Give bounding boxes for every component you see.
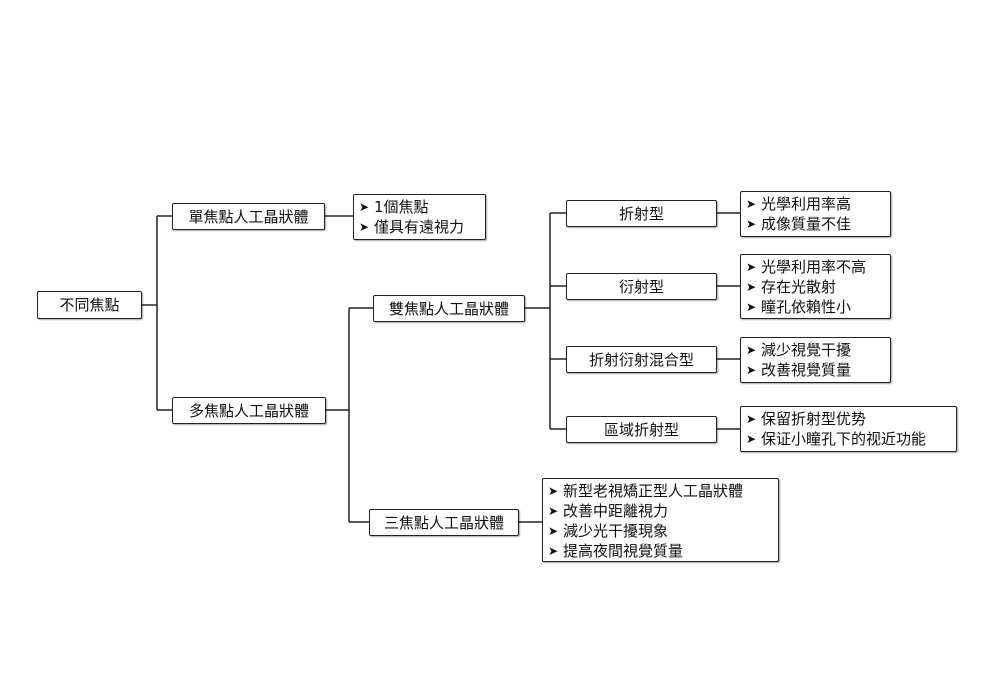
detail-item: ➤僅具有遠視力: [359, 218, 465, 236]
arrowhead-bullet-icon: ➤: [746, 300, 757, 314]
arrowhead-bullet-icon: ➤: [548, 484, 559, 498]
hybrid-detail: ➤減少視覺干擾 ➤改善視覺質量: [740, 337, 891, 383]
arrowhead-bullet-icon: ➤: [359, 200, 370, 214]
arrowhead-bullet-icon: ➤: [548, 524, 559, 538]
arrowhead-bullet-icon: ➤: [746, 280, 757, 294]
detail-item: ➤新型老視矯正型人工晶狀體: [548, 482, 744, 500]
single-focal-node: 單焦點人工晶狀體: [172, 203, 325, 230]
diffractive-detail: ➤光學利用率不高 ➤存在光散射 ➤瞳孔依賴性小: [740, 254, 891, 319]
multi-focal-label: 多焦點人工晶狀體: [188, 401, 309, 420]
trifocal-label: 三焦點人工晶狀體: [383, 513, 504, 532]
arrowhead-bullet-icon: ➤: [746, 197, 757, 211]
detail-item: ➤保证小瞳孔下的视近功能: [746, 430, 927, 448]
arrowhead-bullet-icon: ➤: [548, 544, 559, 558]
zonal-node: 區域折射型: [566, 416, 717, 443]
refractive-label: 折射型: [618, 204, 664, 223]
zonal-label: 區域折射型: [603, 420, 679, 439]
refractive-detail: ➤光學利用率高 ➤成像質量不佳: [740, 191, 891, 237]
hybrid-label: 折射衍射混合型: [588, 350, 694, 369]
detail-item: ➤提高夜間視覺質量: [548, 542, 684, 560]
trifocal-detail: ➤新型老視矯正型人工晶狀體 ➤改善中距離視力 ➤減少光干擾現象 ➤提高夜間視覺質…: [542, 478, 779, 562]
diffractive-node: 衍射型: [566, 273, 717, 300]
zonal-detail: ➤保留折射型优势 ➤保证小瞳孔下的视近功能: [740, 406, 957, 452]
refractive-node: 折射型: [566, 200, 717, 227]
detail-item: ➤光學利用率高: [746, 195, 852, 213]
detail-item: ➤瞳孔依賴性小: [746, 298, 852, 316]
arrowhead-bullet-icon: ➤: [746, 260, 757, 274]
detail-item: ➤保留折射型优势: [746, 410, 867, 428]
detail-item: ➤成像質量不佳: [746, 215, 852, 233]
hybrid-node: 折射衍射混合型: [566, 346, 717, 373]
diffractive-label: 衍射型: [618, 277, 664, 296]
bifocal-node: 雙焦點人工晶狀體: [373, 295, 525, 322]
detail-item: ➤改善視覺質量: [746, 361, 852, 379]
detail-item: ➤光學利用率不高: [746, 258, 867, 276]
detail-item: ➤減少光干擾現象: [548, 522, 669, 540]
trifocal-node: 三焦點人工晶狀體: [369, 509, 519, 536]
single-focal-label: 單焦點人工晶狀體: [188, 207, 309, 226]
arrowhead-bullet-icon: ➤: [548, 504, 559, 518]
arrowhead-bullet-icon: ➤: [746, 343, 757, 357]
arrowhead-bullet-icon: ➤: [746, 432, 757, 446]
root-label: 不同焦點: [59, 296, 120, 314]
arrowhead-bullet-icon: ➤: [359, 220, 370, 234]
detail-item: ➤1個焦點: [359, 198, 429, 216]
single-focal-detail: ➤1個焦點 ➤僅具有遠視力: [353, 194, 486, 240]
arrowhead-bullet-icon: ➤: [746, 412, 757, 426]
arrowhead-bullet-icon: ➤: [746, 217, 757, 231]
detail-item: ➤改善中距離視力: [548, 502, 669, 520]
arrowhead-bullet-icon: ➤: [746, 363, 757, 377]
bifocal-label: 雙焦點人工晶狀體: [388, 299, 509, 318]
multi-focal-node: 多焦點人工晶狀體: [172, 397, 326, 424]
detail-item: ➤存在光散射: [746, 278, 837, 296]
detail-item: ➤減少視覺干擾: [746, 341, 852, 359]
root-node: 不同焦點: [37, 291, 142, 319]
